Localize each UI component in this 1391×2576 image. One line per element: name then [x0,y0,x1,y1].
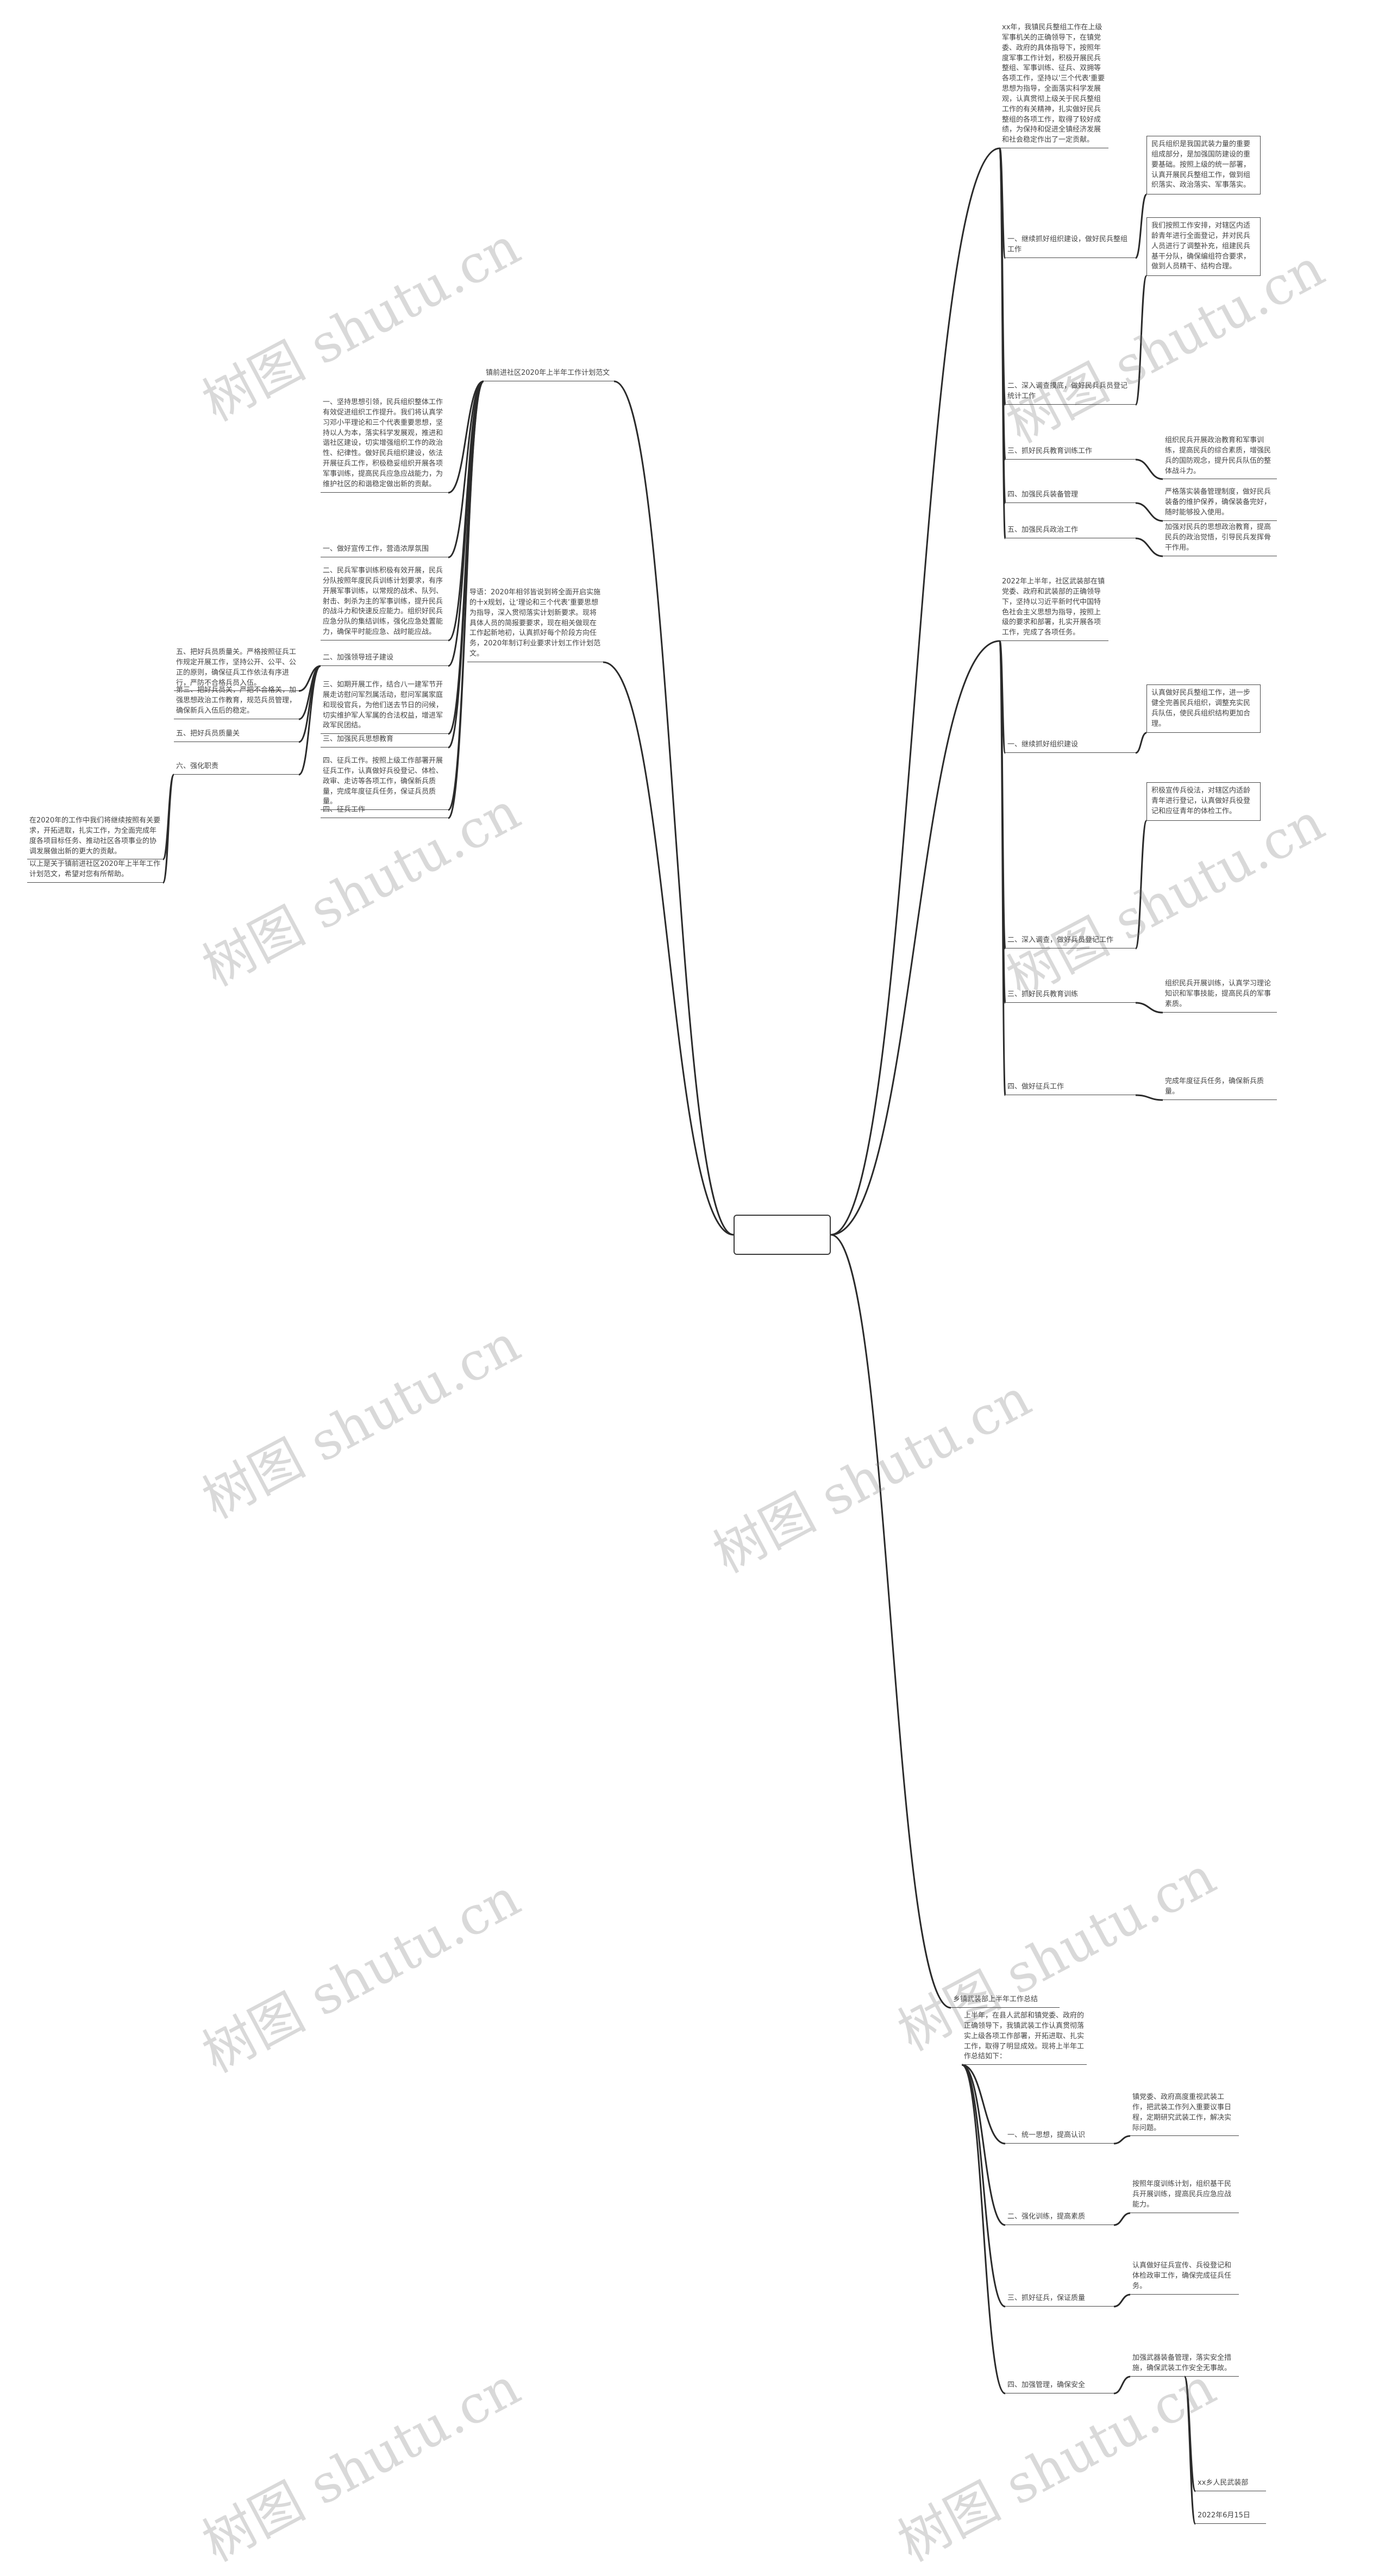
link-root-r-title3 [830,1234,951,2009]
link-r-t3 [1135,1094,1163,1101]
link-root-l-title [613,380,734,1236]
right-second-2-label[interactable]: 二、深入调查，做好兵员登记工作 [1005,934,1136,948]
right-section-3-label[interactable]: 三、抓好民兵教育训练工作 [1005,445,1136,460]
link-root-r-intro [830,147,1000,1236]
left-b4-text: 四、征兵工作。按照上级工作部署开展征兵工作，认真做好兵役登记、体检、政审、走访等… [321,755,448,811]
right-third-intro: 上半年，在县人武部和镇党委、政府的正确领导下，我镇武装工作认真贯彻落实上级各项工… [962,2010,1087,2065]
link-r-date [1183,2376,1196,2525]
link-r-u3 [1113,2376,1131,2395]
left-conclusion: 在2020年的工作中我们将继续按照有关要求，开拓进取，扎实工作，为全面完成年度各… [27,815,163,860]
left-b5-text: 五、把好兵员质量关。严格按照征兵工作规定开展工作，坚持公开、公平、公正的原则，确… [174,646,299,692]
right-section-3-text: 组织民兵开展政治教育和军事训练，提高民兵的综合素质，增强民兵的国防观念，提升民兵… [1163,435,1277,480]
mindmap-root-node[interactable] [734,1215,831,1255]
left-branch-title[interactable]: 镇前进社区2020年上半年工作计划范文 [484,367,614,381]
right-section-1-label[interactable]: 一、继续抓好组织建设，做好民兵整组工作 [1005,234,1136,258]
right-section-4-label[interactable]: 四、加强民兵装备管理 [1005,489,1136,503]
left-b2-label[interactable]: 二、加强领导班子建设 [321,652,448,666]
right-third-3-text: 认真做好征兵宣传、兵役登记和体检政审工作，确保完成征兵任务。 [1130,2260,1239,2295]
right-third-2-text: 按照年度训练计划，组织基干民兵开展训练，提高民兵应急应战能力。 [1130,2178,1239,2213]
link-root-r-intro2 [830,640,1000,1236]
right-section-2-text: 我们按照工作安排，对辖区内适龄青年进行全面登记，并对民兵人员进行了调整补充，组建… [1146,217,1261,277]
right-second-1-text: 认真做好民兵整组工作，进一步健全完善民兵组织，调整充实民兵队伍，使民兵组织结构更… [1146,684,1261,733]
link-l-b1l [448,380,484,558]
link-r-u2l [961,2064,1006,2308]
link-r-s2 [1135,458,1163,480]
right-section-4-text: 严格落实装备管理制度，做好民兵装备的维护保养，确保装备完好，随时能够投入使用。 [1163,486,1277,521]
link-r-u2 [1113,2294,1131,2308]
right-second-4-label[interactable]: 四、做好征兵工作 [1005,1081,1136,1095]
link-r-s4 [1135,537,1163,557]
left-b1-label[interactable]: 一、做好宣传工作，营造浓厚氛围 [321,543,448,557]
date: 2022年6月15日 [1195,2510,1266,2524]
left-b4-label[interactable]: 四、征兵工作 [321,804,448,818]
right-third-4-text: 加强武器装备管理，落实安全措施，确保武装工作安全无事故。 [1130,2352,1239,2377]
left-b6-text: 第三、把好兵员关，严把不合格关，加强思想政治工作教育，规范兵员管理，确保新兵入伍… [174,684,299,719]
right-third-4-label[interactable]: 四、加强管理，确保安全 [1005,2379,1114,2393]
left-b1-text: 一、坚持思想引领，民兵组织整体工作有效促进组织工作提升。我们将认真学习邓小平理论… [321,397,448,493]
link-l-b6l [298,665,321,776]
link-l-b6 [298,665,321,720]
right-section-2-label[interactable]: 二、深入调查摸底，做好民兵兵员登记统计工作 [1005,380,1136,405]
right-second-1-label[interactable]: 一、继续抓好组织建设 [1005,739,1136,753]
left-b3-text: 三、如期开展工作，结合八一建军节开展走访慰问军烈属活动，慰问军属家庭和现役官兵，… [321,679,448,734]
right-section-5-label[interactable]: 五、加强民兵政治工作 [1005,524,1136,538]
link-r-s3 [1135,502,1163,522]
link-l-b4l [447,380,485,819]
right-second-2-text: 积极宣传兵役法，对辖区内适龄青年进行登记，认真做好兵役登记和应征青年的体检工作。 [1146,782,1261,821]
right-section-1-text: 民兵组织是我国武装力量的重要组成部分，是加强国防建设的重要基础。按照上级的统一部… [1146,136,1261,195]
left-b5-label[interactable]: 五、把好兵员质量关 [174,728,299,742]
right-third-2-label[interactable]: 二、强化训练，提高素质 [1005,2211,1114,2225]
link-r-s4l [999,147,1006,539]
link-root-l-intro [603,661,734,1236]
link-r-u1l [961,2064,1006,2226]
right-third-3-label[interactable]: 三、抓好征兵，保证质量 [1005,2292,1114,2307]
link-l-foot [162,774,175,884]
signature: xx乡人民武装部 [1195,2477,1266,2491]
link-r-u0l [961,2064,1006,2145]
link-r-t0 [1135,732,1147,754]
link-r-s0 [1135,193,1148,259]
link-r-u1 [1113,2212,1131,2226]
left-b2-text: 二、民兵军事训练积极有效开展，民兵分队按照年度民兵训练计划要求，有序开展军事训练… [321,565,448,640]
link-l-b1 [448,380,484,494]
link-r-t2 [1135,1002,1163,1014]
link-r-s1 [1135,275,1148,406]
right-second-intro: 2022年上半年，社区武装部在镇党委、政府和武装部的正确领导下，坚持以习近平新时… [1000,576,1108,642]
right-third-title[interactable]: 乡镇武装部上半年工作总结 [951,1994,1060,2008]
right-third-1-label[interactable]: 一、统一思想，提高认识 [1005,2129,1114,2144]
mindmap-links [162,147,1196,2525]
right-third-1-text: 镇党委、政府高度重视武装工作，把武装工作列入重要议事日程，定期研究武装工作，解决… [1130,2091,1239,2137]
right-section-5-text: 加强对民兵的思想政治教育，提高民兵的政治觉悟，引导民兵发挥骨干作用。 [1163,522,1277,556]
right-second-3-label[interactable]: 三、抓好民兵教育训练 [1005,989,1136,1003]
link-r-u3l [961,2064,1006,2395]
link-r-t3l [999,640,1006,1096]
link-r-t1 [1135,820,1148,950]
left-b6-label[interactable]: 六、强化职责 [174,761,299,775]
right-second-3-text: 组织民兵开展训练，认真学习理论知识和军事技能，提高民兵的军事素质。 [1163,978,1277,1013]
left-b3-label[interactable]: 三、加强民兵思想教育 [321,733,448,747]
left-footer-note: 以上是关于镇前进社区2020年上半年工作计划范文，希望对您有所帮助。 [27,858,163,883]
left-intro-text: 导语：2020年相邻皆说到将全面开启实施的十x规划，让‘理论和三个代表’重要思想… [467,587,603,662]
link-r-u0 [1113,2135,1131,2145]
right-second-4-text: 完成年度征兵任务，确保新兵质量。 [1163,1076,1277,1100]
right-top-intro: xx年，我镇民兵整组工作在上级军事机关的正确领导下，在镇党委、政府的具体指导下，… [1000,22,1108,149]
